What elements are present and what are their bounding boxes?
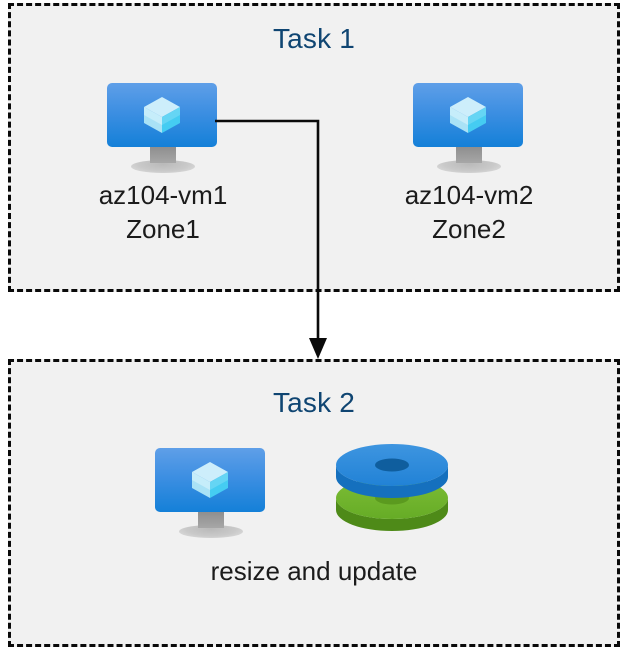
vm-icon-task2 <box>155 448 267 540</box>
task1-title: Task 1 <box>272 23 356 54</box>
monitor-screen <box>155 448 265 512</box>
task2-caption: resize and update <box>210 556 418 586</box>
task2-container <box>8 359 620 647</box>
monitor-screen <box>413 83 523 147</box>
monitor-neck <box>150 146 176 163</box>
disk-blue <box>336 444 448 498</box>
vm-icon-az104-vm1 <box>107 83 219 175</box>
vm-icon-az104-vm2 <box>413 83 525 175</box>
monitor-neck <box>198 511 224 528</box>
disks-icon <box>336 444 448 531</box>
cube-icon <box>144 97 180 133</box>
cube-icon <box>192 462 228 498</box>
monitor-base <box>179 525 243 538</box>
cube-icon <box>450 97 486 133</box>
monitor-base <box>437 160 501 173</box>
monitor-screen <box>107 83 217 147</box>
vm-label-az104-vm1: az104-vm1 Zone1 <box>98 180 228 244</box>
monitor-neck <box>456 146 482 163</box>
task2-title: Task 2 <box>272 387 356 418</box>
vm-label-az104-vm2: az104-vm2 Zone2 <box>404 180 534 244</box>
monitor-base <box>131 160 195 173</box>
